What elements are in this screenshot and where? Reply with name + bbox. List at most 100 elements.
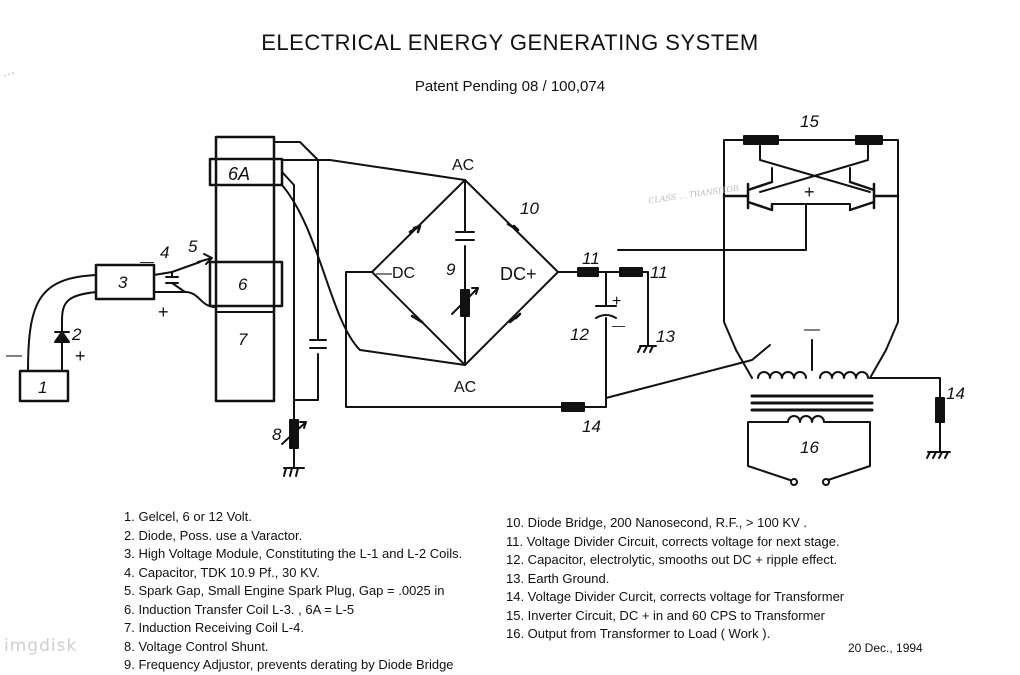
legend-right: 10. Diode Bridge, 200 Nanosecond, R.F., … bbox=[506, 514, 844, 644]
label-12: 12 bbox=[570, 325, 589, 344]
module-minus: — bbox=[140, 253, 154, 269]
legend-item-16: 16. Output from Transformer to Load ( Wo… bbox=[506, 626, 771, 641]
wire-dcplus-to-inverter bbox=[617, 203, 807, 251]
legend-item-5: 5. Spark Gap, Small Engine Spark Plug, G… bbox=[124, 583, 445, 598]
hv-module-box bbox=[94, 263, 156, 301]
inverter-plus: + bbox=[804, 182, 815, 202]
label-11a: 11 bbox=[582, 249, 600, 268]
module-plus: + bbox=[158, 302, 169, 322]
label-dc-plus: DC+ bbox=[500, 264, 537, 284]
label-8: 8 bbox=[272, 425, 282, 444]
battery-minus: — bbox=[6, 347, 22, 364]
legend-item-2: 2. Diode, Poss. use a Varactor. bbox=[124, 527, 303, 543]
label-3: 3 bbox=[118, 273, 128, 292]
label-10: 10 bbox=[520, 199, 539, 218]
coil-6-box bbox=[208, 260, 284, 308]
label-1: 1 bbox=[38, 378, 47, 397]
transformer-primary-leads bbox=[735, 349, 941, 399]
label-7: 7 bbox=[238, 330, 248, 349]
coil-tower bbox=[214, 135, 276, 403]
capacitor-center bbox=[455, 231, 475, 241]
legend-item-12: 12. Capacitor, electrolytic, smooths out… bbox=[506, 552, 838, 567]
legend-item-8: 8. Voltage Control Shunt. bbox=[124, 638, 269, 654]
legend-item-14: 14. Voltage Divider Curcit, corrects vol… bbox=[506, 589, 845, 604]
ground-8 bbox=[283, 447, 305, 477]
label-9: 9 bbox=[446, 260, 456, 279]
label-ac-bottom: AC bbox=[454, 379, 476, 396]
inverter-cross bbox=[759, 139, 871, 193]
legend-item-11: 11. Voltage Divider Circuit, corrects vo… bbox=[506, 533, 840, 549]
bridge-diode-br bbox=[508, 312, 522, 324]
cap12-minus: — bbox=[612, 318, 625, 333]
legend-item-4: 4. Capacitor, TDK 10.9 Pf., 30 KV. bbox=[124, 564, 320, 580]
capacitor-tower bbox=[309, 339, 327, 349]
spark-gap-5 bbox=[197, 253, 213, 265]
document-date: 20 Dec., 1994 bbox=[848, 641, 923, 655]
label-6: 6 bbox=[238, 275, 248, 294]
shunt-8-arrow bbox=[281, 421, 307, 445]
label-ac-top: AC bbox=[452, 157, 474, 174]
adjustor-9-arrow bbox=[451, 287, 479, 315]
label-5: 5 bbox=[188, 237, 198, 256]
label-16: 16 bbox=[800, 438, 819, 457]
label-dc-minus: —DC bbox=[376, 265, 415, 282]
wire-battery-pos bbox=[61, 291, 97, 372]
adjustor-9 bbox=[460, 289, 470, 317]
label-14a: 14 bbox=[582, 417, 601, 436]
label-13: 13 bbox=[656, 327, 675, 346]
resistor-11a bbox=[577, 267, 599, 277]
transformer-secondary-coil bbox=[787, 415, 825, 423]
transistor-left bbox=[722, 180, 774, 212]
label-11b: 11 bbox=[650, 263, 668, 282]
legend-item-9: 9. Frequency Adjustor, prevents derating… bbox=[124, 657, 454, 672]
wire-6a-to-ac-top bbox=[281, 159, 466, 181]
legend-item-13: 13. Earth Ground. bbox=[506, 570, 610, 586]
inverter-emitters bbox=[771, 167, 851, 211]
label-6a: 6A bbox=[228, 164, 250, 184]
legend-item-7: 7. Induction Receiving Coil L-4. bbox=[124, 620, 304, 635]
bridge-diode-tl bbox=[408, 224, 422, 234]
legend-item-3: 3. High Voltage Module, Constituting the… bbox=[124, 546, 463, 561]
page-title: ELECTRICAL ENERGY GENERATING SYSTEM bbox=[261, 30, 759, 55]
resistor-14b bbox=[935, 397, 945, 423]
wire-6a-to-ac-bottom bbox=[281, 184, 466, 366]
capacitor-4 bbox=[165, 271, 186, 293]
bridge-diode-bl bbox=[410, 314, 424, 324]
transistor-right bbox=[848, 180, 900, 212]
inverter-frame bbox=[723, 139, 899, 351]
watermark: imgdisk bbox=[4, 636, 78, 656]
legend-item-10: 10. Diode Bridge, 200 Nanosecond, R.F., … bbox=[506, 515, 807, 530]
bridge-diode-tr bbox=[506, 222, 520, 232]
battery-box bbox=[18, 369, 70, 403]
transformer-primary-coil bbox=[757, 371, 869, 379]
resistor-14a bbox=[561, 402, 585, 412]
resistor-11b bbox=[619, 267, 643, 277]
legend-item-6: 6. Induction Transfer Coil L-3. , 6A = L… bbox=[124, 601, 355, 617]
legend-item-15: 15. Inverter Circuit, DC + in and 60 CPS… bbox=[506, 607, 825, 623]
wire-6a-down bbox=[281, 171, 295, 401]
legend-left: 1. Gelcel, 6 or 12 Volt. 2. Diode, Poss.… bbox=[124, 508, 462, 675]
wire-battery-neg bbox=[27, 274, 97, 372]
label-14b: 14 bbox=[946, 384, 965, 403]
label-15: 15 bbox=[800, 112, 819, 131]
battery-plus: + bbox=[75, 346, 86, 366]
output-terminal-left bbox=[790, 478, 798, 486]
capacitor-12 bbox=[595, 305, 617, 408]
wire-tower-right bbox=[273, 141, 319, 421]
wire-3-to-6-top bbox=[153, 261, 201, 276]
wire-to-ground-13 bbox=[637, 271, 657, 353]
inverter-minus: — bbox=[804, 321, 820, 338]
cap12-plus: + bbox=[612, 293, 621, 310]
diode-2 bbox=[54, 331, 70, 343]
output-loop-16 bbox=[747, 421, 871, 481]
ground-14b bbox=[926, 421, 951, 459]
wire-11-junction bbox=[597, 271, 621, 307]
label-4: 4 bbox=[160, 243, 169, 262]
label-2: 2 bbox=[71, 325, 82, 344]
wire-dc-minus bbox=[345, 271, 566, 408]
transformer-core bbox=[750, 394, 874, 412]
patent-subtitle: Patent Pending 08 / 100,074 bbox=[414, 78, 606, 95]
output-terminal-right bbox=[822, 478, 830, 486]
wire-14a-to-transformer bbox=[583, 344, 771, 408]
